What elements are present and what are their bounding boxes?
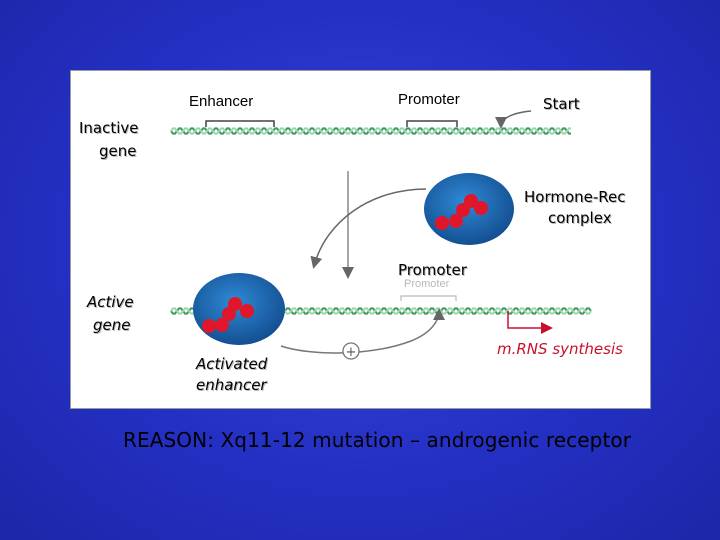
enhancer-bracket [205, 120, 275, 127]
binding-arrow-icon [310, 188, 427, 269]
hormone-receptor-complex-icon [424, 173, 514, 245]
transcription-arrow-icon [507, 311, 553, 334]
activation-arrow-icon [280, 308, 445, 354]
activated-enhancer-label-line2: enhancer [196, 376, 267, 394]
inactive-gene-label-line1: Inactive [79, 119, 139, 137]
promoter-top-bracket [406, 120, 458, 127]
mrna-synthesis-label: m.RNS synthesis [497, 340, 623, 358]
active-gene-label-line1: Active [87, 293, 134, 311]
activated-enhancer-label-line1: Activated [196, 355, 268, 373]
hormone-rec-label-line1: Hormone-Rec [524, 188, 626, 206]
enhancer-label: Enhancer [189, 93, 254, 110]
gene-regulation-diagram: Promoter + [170, 110, 592, 360]
reason-caption: REASON: Xq11-12 mutation – androgenic re… [123, 428, 632, 452]
promoter-bottom-label: Promoter [398, 261, 467, 279]
start-label: Start [543, 95, 580, 113]
promoter-top-label: Promoter [398, 91, 460, 108]
svg-text:Promoter: Promoter [404, 278, 450, 290]
plus-circle-icon: + [342, 342, 360, 360]
promoter-bottom-bracket [400, 295, 457, 301]
activated-enhancer-complex-icon [193, 273, 285, 345]
inactive-gene-label-line2: gene [99, 142, 137, 160]
active-gene-label-line2: gene [93, 316, 131, 334]
inactive-gene-dna-strand [170, 127, 571, 135]
svg-text:+: + [346, 345, 357, 360]
diagram-panel: Promoter + Enhancer Promoter Start Inact… [70, 70, 651, 409]
start-arrow-icon [495, 110, 532, 129]
hormone-rec-label-line2: complex [548, 209, 612, 227]
